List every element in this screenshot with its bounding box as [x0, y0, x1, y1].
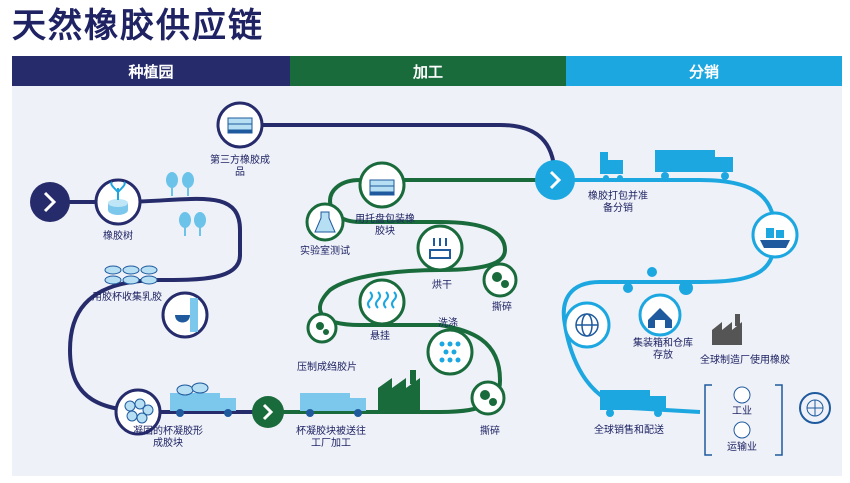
label-transport-factory: 杯凝胶块被送往 工厂加工 [296, 426, 366, 450]
label-cup-lump-line1: 凝固的杯凝胶形 [133, 426, 203, 437]
label-wash: 洗涤 [438, 318, 458, 329]
page-title: 天然橡胶供应链 [12, 6, 264, 46]
gears-icon-1 [492, 272, 509, 288]
water-drops-icon [439, 341, 461, 363]
label-pallet-pack-line1: 用托盘包装橡 [355, 214, 415, 225]
gears-icon-2 [480, 390, 497, 406]
label-press-sheets: 压制成绉胶片 [297, 362, 357, 373]
industry-icon [733, 386, 751, 404]
ship-node [751, 211, 799, 259]
label-shred2: 撕碎 [480, 426, 500, 437]
factory-icon [378, 370, 420, 410]
latex-cups-icon [104, 265, 158, 285]
bales-icon [227, 117, 253, 134]
dry-node [416, 224, 464, 272]
label-pallet-pack-line2: 胶块 [375, 226, 395, 237]
latex-tap-icon [175, 298, 198, 332]
label-third-party: 第三方橡胶成 品 [210, 155, 270, 179]
flow-path-distribution [555, 178, 778, 414]
label-pack-dist-line2: 备分销 [603, 203, 633, 214]
label-global-sales: 全球销售和配送 [594, 425, 664, 436]
start-chevron-icon [43, 191, 57, 213]
label-pallet-pack: 用托盘包装橡 胶块 [355, 214, 415, 238]
label-transport-factory-line2: 工厂加工 [311, 438, 351, 449]
start-arrow-node [30, 182, 70, 222]
flask-icon [314, 211, 336, 233]
phase-processing-label: 加工 [412, 62, 443, 81]
cup-lump-icon [124, 398, 154, 424]
warehouse-icon [648, 308, 672, 328]
truck-icon-3 [655, 150, 733, 180]
label-latex-collect: 用胶杯收集乳胶 [92, 292, 162, 303]
end-use-bracket [704, 384, 783, 456]
map-pins-icon [623, 267, 693, 295]
dryer-icon [429, 238, 451, 259]
trees-icon [166, 172, 206, 236]
hanging-sheets-icon [367, 291, 397, 309]
phase-plantation-label: 种植园 [128, 62, 174, 81]
truck-icon-2 [300, 393, 366, 417]
truck-icon-1 [170, 382, 236, 417]
globe-icon [575, 313, 599, 337]
manufacturing-icon [712, 314, 742, 345]
label-rubber-tree: 橡胶树 [103, 231, 133, 242]
tire-icon [799, 392, 831, 424]
ship-icon [760, 228, 790, 248]
truck-icon-4 [600, 390, 666, 417]
label-shred1: 撕碎 [492, 302, 512, 313]
label-cup-lump-line2: 成胶块 [153, 438, 183, 449]
label-pack-dist: 橡胶打包并准 备分销 [588, 191, 648, 215]
hang-node [358, 278, 406, 326]
label-hang: 悬挂 [370, 331, 390, 342]
flow-path-processing [268, 178, 540, 414]
flow-path-plantation [50, 196, 268, 414]
rubber-tree-icon [108, 181, 128, 215]
label-third-party-line1: 第三方橡胶成 [210, 155, 270, 166]
processing-arrow-node [252, 396, 284, 428]
cup-lump-node [114, 388, 162, 436]
label-container-store: 集装箱和仓库 存放 [633, 338, 693, 362]
processing-chevron-icon [262, 403, 274, 421]
label-container-store-line1: 集装箱和仓库 [633, 338, 693, 349]
label-transport: 运输业 [727, 442, 757, 453]
label-global-mfg: 全球制造厂使用橡胶 [700, 355, 790, 366]
label-industry: 工业 [732, 406, 752, 417]
phase-plantation: 种植园 [12, 56, 290, 86]
label-pack-dist-line1: 橡胶打包并准 [588, 191, 648, 202]
distribution-chevron-icon [549, 170, 562, 190]
label-container-store-line2: 存放 [653, 350, 673, 361]
phase-distribution-label: 分销 [688, 62, 719, 81]
label-third-party-line2: 品 [235, 167, 245, 178]
phase-distribution: 分销 [566, 56, 842, 86]
gears-icon-3 [316, 322, 329, 335]
transport-icon [733, 421, 751, 439]
phase-processing: 加工 [290, 56, 566, 86]
label-transport-factory-line1: 杯凝胶块被送往 [296, 426, 366, 437]
distribution-arrow-node [535, 160, 575, 200]
label-dry: 烘干 [432, 280, 452, 291]
wash-node [426, 328, 474, 376]
forklift-icon [600, 152, 623, 181]
label-cup-lump: 凝固的杯凝胶形 成胶块 [133, 426, 203, 450]
label-lab-test: 实验室测试 [300, 246, 350, 257]
pallet-icon [369, 179, 395, 196]
